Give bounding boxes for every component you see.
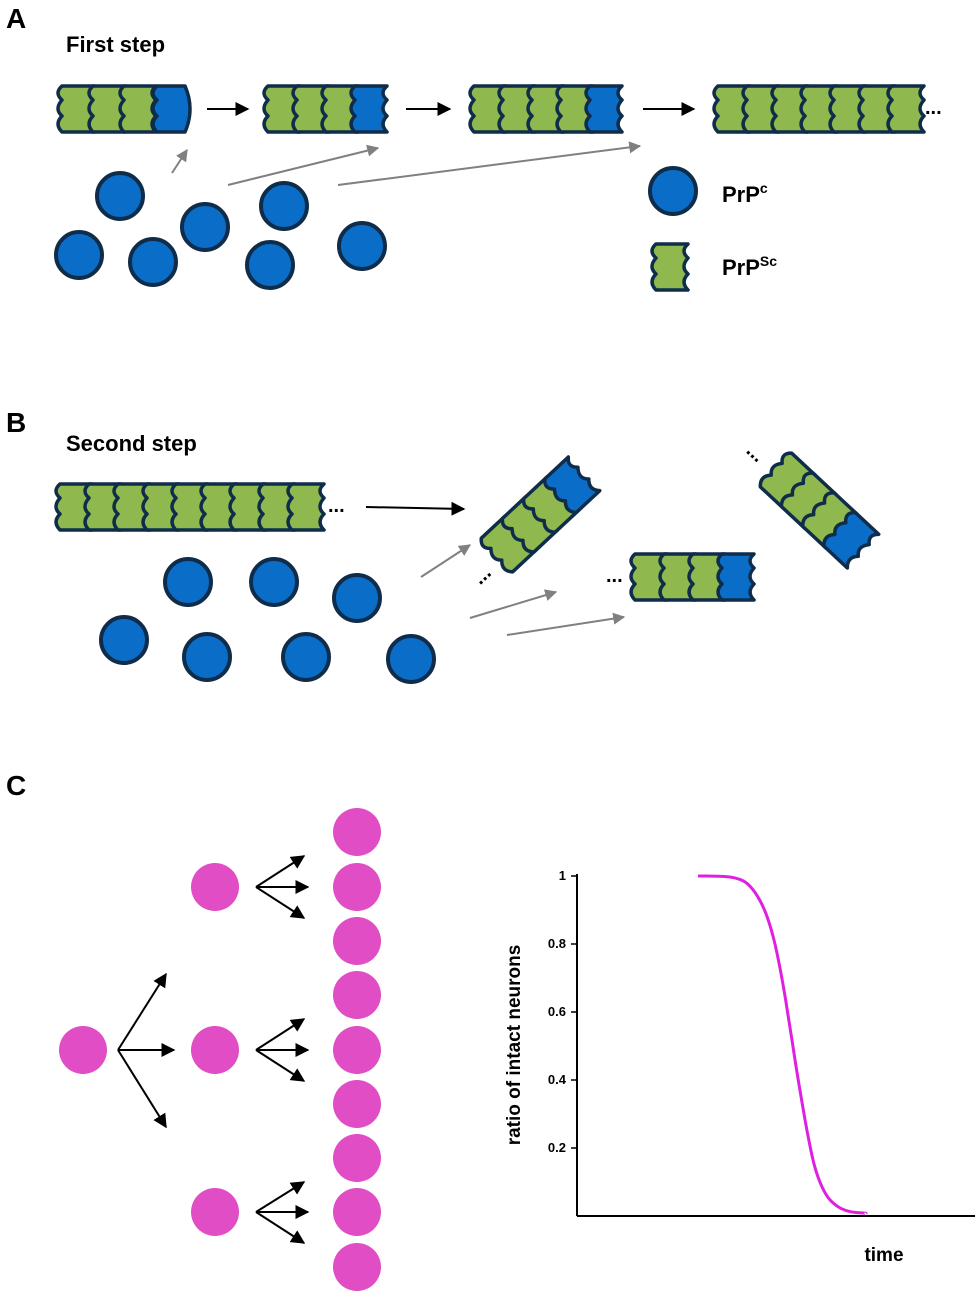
ellipsis-fragment-b2: ... — [606, 565, 623, 587]
gray-arrow-a1 — [171, 148, 188, 174]
fibril-a2 — [262, 84, 389, 134]
decay-chart: 0.2 0.4 0.6 0.8 1 ratio of intact neurons ti… — [504, 868, 975, 1266]
neuron-gen2-2 — [333, 863, 381, 911]
neuron-tree — [59, 808, 381, 1291]
neuron-gen2-9 — [333, 1243, 381, 1291]
panel-a-title: First step — [66, 32, 165, 57]
ellipsis-fragment-b1: ... — [469, 562, 496, 589]
fibril-a4 — [712, 84, 926, 134]
gray-arrow-b1 — [420, 544, 472, 578]
ellipsis-a4: ... — [925, 97, 942, 119]
gray-arrow-a3 — [337, 141, 642, 186]
neuron-gen2-8 — [333, 1188, 381, 1236]
neuron-root — [59, 1026, 107, 1074]
gray-arrow-b2 — [469, 589, 558, 619]
fragment-b3 — [755, 448, 881, 570]
y-tick-label: 0.6 — [548, 1004, 566, 1019]
monomers-b — [99, 557, 436, 684]
neuron-gen2-5 — [333, 1026, 381, 1074]
panel-a-label: A — [6, 3, 26, 34]
branch-arrows — [117, 855, 310, 1244]
monomers-a — [54, 171, 387, 290]
y-axis-label: ratio of intact neurons — [504, 945, 525, 1146]
ellipsis-b-long: ... — [328, 495, 345, 517]
panel-b-label: B — [6, 407, 26, 438]
neuron-gen2-4 — [333, 971, 381, 1019]
fibril-a3 — [468, 84, 624, 134]
y-tick-label: 0.8 — [548, 936, 566, 951]
y-tick-label: 1 — [559, 868, 566, 883]
x-axis-label: time — [864, 1245, 903, 1266]
gray-arrow-b3 — [506, 612, 626, 636]
y-ticks: 0.2 0.4 0.6 0.8 1 — [548, 868, 577, 1155]
neuron-gen2-7 — [333, 1134, 381, 1182]
y-tick-label: 0.4 — [548, 1072, 567, 1087]
panel-b-title: Second step — [66, 431, 197, 456]
neuron-gen2-3 — [333, 917, 381, 965]
fragment-b1 — [476, 455, 602, 577]
legend-prpsc-label: PrPSc — [722, 253, 777, 280]
fibril-a1 — [56, 84, 192, 134]
gray-arrow-a2 — [227, 144, 380, 186]
neuron-gen1-2 — [191, 1026, 239, 1074]
decay-curve — [697, 874, 868, 1215]
legend-prpc-symbol — [648, 166, 698, 216]
ellipsis-fragment-b3: ... — [742, 439, 769, 466]
neuron-gen1-3 — [191, 1188, 239, 1236]
fragment-b2 — [629, 552, 756, 602]
neuron-gen1-1 — [191, 863, 239, 911]
legend: PrPc PrPSc — [648, 166, 777, 292]
fibril-b-long — [54, 482, 326, 532]
neuron-gen2-6 — [333, 1080, 381, 1128]
neuron-gen2-1 — [333, 808, 381, 856]
panel-c-label: C — [6, 770, 26, 801]
legend-prpsc-symbol — [650, 242, 690, 292]
y-tick-label: 0.2 — [548, 1140, 566, 1155]
legend-prpc-label: PrPc — [722, 180, 768, 207]
arrow-b-main — [365, 501, 466, 516]
